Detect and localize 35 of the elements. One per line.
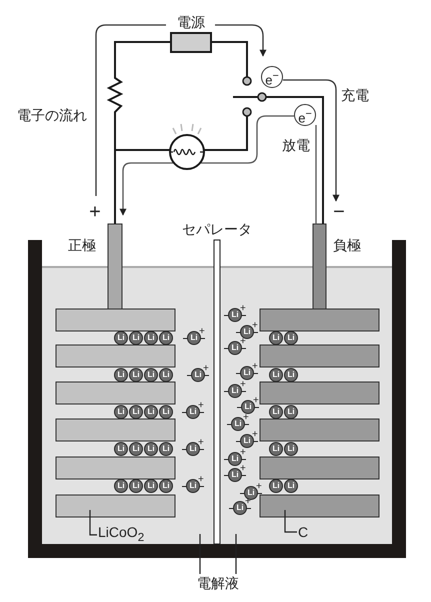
charge-sign: + — [198, 475, 204, 485]
material-label: LiCoO$_{2}$ — [98, 524, 144, 546]
charge-sign: + — [245, 497, 251, 507]
electrolyte-label: 電解液 — [197, 575, 239, 591]
charge-sign: + — [240, 337, 246, 347]
leader-line — [235, 534, 237, 574]
leader-line — [284, 510, 297, 533]
charge-sign: + — [252, 321, 258, 331]
leader-line — [89, 510, 97, 536]
discharge-label: 放電 — [282, 137, 310, 153]
charge-sign: + — [243, 413, 249, 423]
charge-sign: + — [256, 482, 262, 492]
leader-line — [199, 534, 201, 574]
source-label: 電源 — [176, 14, 206, 30]
polarity-sign: − — [333, 202, 345, 222]
charge-sign: + — [252, 362, 258, 372]
charge-sign: + — [240, 380, 246, 390]
charge-sign: + — [253, 396, 259, 406]
electrode-label: 負極 — [333, 237, 361, 253]
charge-sign: + — [199, 327, 205, 337]
electrode-label: 正極 — [68, 237, 96, 253]
electron-circle: e$^{−}$ — [261, 66, 283, 88]
charge-sign: + — [240, 464, 246, 474]
flow-label: 電子の流れ — [17, 107, 87, 123]
charge-sign: + — [240, 448, 246, 458]
separator-label: セパレータ — [182, 221, 252, 237]
material-label: C — [298, 524, 308, 540]
charge-sign: + — [203, 364, 209, 374]
polarity-sign: + — [89, 202, 101, 222]
electron-circle: e$^{−}$ — [294, 104, 316, 126]
charge-sign: + — [252, 430, 258, 440]
charge-sign: + — [198, 401, 204, 411]
charge-label: 充電 — [341, 87, 369, 103]
charge-sign: + — [198, 438, 204, 448]
charge-sign: + — [240, 304, 246, 314]
